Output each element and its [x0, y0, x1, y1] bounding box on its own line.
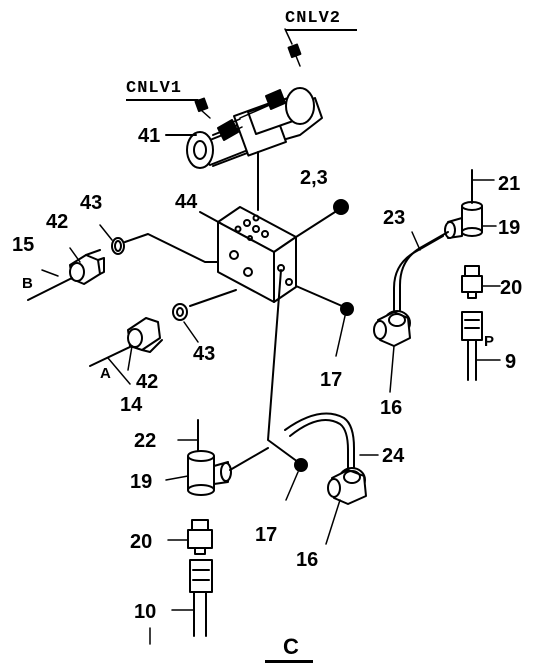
- hose-23-inner: [394, 236, 443, 310]
- view-label: C: [283, 634, 299, 659]
- callout-17-lower: 17: [255, 524, 278, 546]
- callout-19-right: 19: [498, 217, 521, 239]
- connector-cnlv1-plug: [196, 99, 210, 118]
- line-10: [194, 592, 206, 636]
- leader-43-upper: [100, 225, 112, 240]
- callout-44: 44: [175, 191, 198, 213]
- leader-17-upper: [336, 316, 345, 356]
- callout-41: 41: [138, 125, 161, 147]
- callout-20-lower: 20: [130, 531, 153, 553]
- callout-42-upper: 42: [46, 211, 69, 233]
- elbow-16-right: [374, 311, 410, 346]
- connector-underline-cnlv2: [285, 29, 357, 31]
- port-tag-a: A: [100, 365, 111, 382]
- hose-end-9: [462, 312, 482, 340]
- hose-24-inner: [290, 420, 348, 468]
- callout-24: 24: [382, 445, 405, 467]
- plug-17-lower: [295, 459, 307, 471]
- tee-19-right: [445, 202, 482, 238]
- callout-22: 22: [134, 430, 157, 452]
- leader-16-right: [390, 346, 394, 392]
- callout-15: 15: [12, 234, 35, 256]
- port-tag-p: P: [484, 333, 495, 350]
- line-port-b: [125, 234, 218, 262]
- callout-9: 9: [505, 351, 517, 373]
- fitting-42-upper: [70, 250, 104, 284]
- o-ring-43-lower: [173, 304, 187, 320]
- leader-23: [412, 232, 420, 250]
- leader-19-lower: [166, 476, 188, 480]
- o-ring-43-upper: [112, 238, 124, 254]
- callout-2-3: 2,3: [300, 167, 328, 189]
- line-9: [468, 340, 476, 380]
- callout-16-right: 16: [380, 397, 403, 419]
- connector-cnlv2-plug: [289, 45, 301, 66]
- line-15: [28, 278, 72, 300]
- hose-24: [285, 414, 354, 468]
- tee-19-lower: [188, 451, 231, 495]
- leader-cnlv2: [285, 29, 292, 44]
- connector-underline-cnlv1: [126, 99, 198, 101]
- callout-16-lower: 16: [296, 549, 319, 571]
- line-tee-19-lower: [230, 448, 268, 470]
- line-14: [90, 346, 132, 366]
- callout-43-upper: 43: [80, 192, 103, 214]
- callout-21: 21: [498, 173, 521, 195]
- callout-23: 23: [383, 207, 406, 229]
- connector-label-cnlv2: CNLV2: [285, 9, 342, 28]
- hose-end-10: [190, 560, 212, 592]
- elbow-16-lower: [328, 468, 366, 504]
- plug-17-upper: [341, 303, 353, 315]
- leader-42-lower: [128, 346, 132, 370]
- hose-23: [400, 232, 448, 310]
- leader-42-upper: [70, 248, 80, 262]
- fitting-42-lower: [128, 318, 162, 352]
- leader-14: [108, 358, 130, 384]
- line-plug-17-lower: [268, 270, 298, 462]
- leader-15: [42, 270, 58, 276]
- line-plug-2-3: [296, 212, 335, 237]
- callout-42-lower: 42: [136, 371, 159, 393]
- callout-14: 14: [120, 394, 143, 416]
- leader-17-lower: [286, 472, 298, 500]
- line-plug-17-upper: [296, 286, 342, 306]
- view-label-underline: [265, 660, 313, 663]
- callout-43-lower: 43: [193, 343, 216, 365]
- connector-label-cnlv1: CNLV1: [126, 79, 183, 98]
- callout-20-right: 20: [500, 277, 523, 299]
- plug-2-3: [334, 200, 348, 214]
- leader-44: [200, 212, 222, 224]
- line-port-a: [190, 290, 236, 306]
- adapter-20-lower: [188, 520, 212, 554]
- valve-block: [218, 207, 296, 302]
- callout-17-upper: 17: [320, 369, 343, 391]
- solenoid-valve: [187, 88, 322, 168]
- leader-43-lower: [184, 322, 198, 342]
- leader-16-lower: [326, 500, 340, 544]
- port-tag-b: B: [22, 275, 33, 292]
- adapter-20-right: [462, 266, 482, 298]
- callout-19-lower: 19: [130, 471, 153, 493]
- callout-10: 10: [134, 601, 157, 623]
